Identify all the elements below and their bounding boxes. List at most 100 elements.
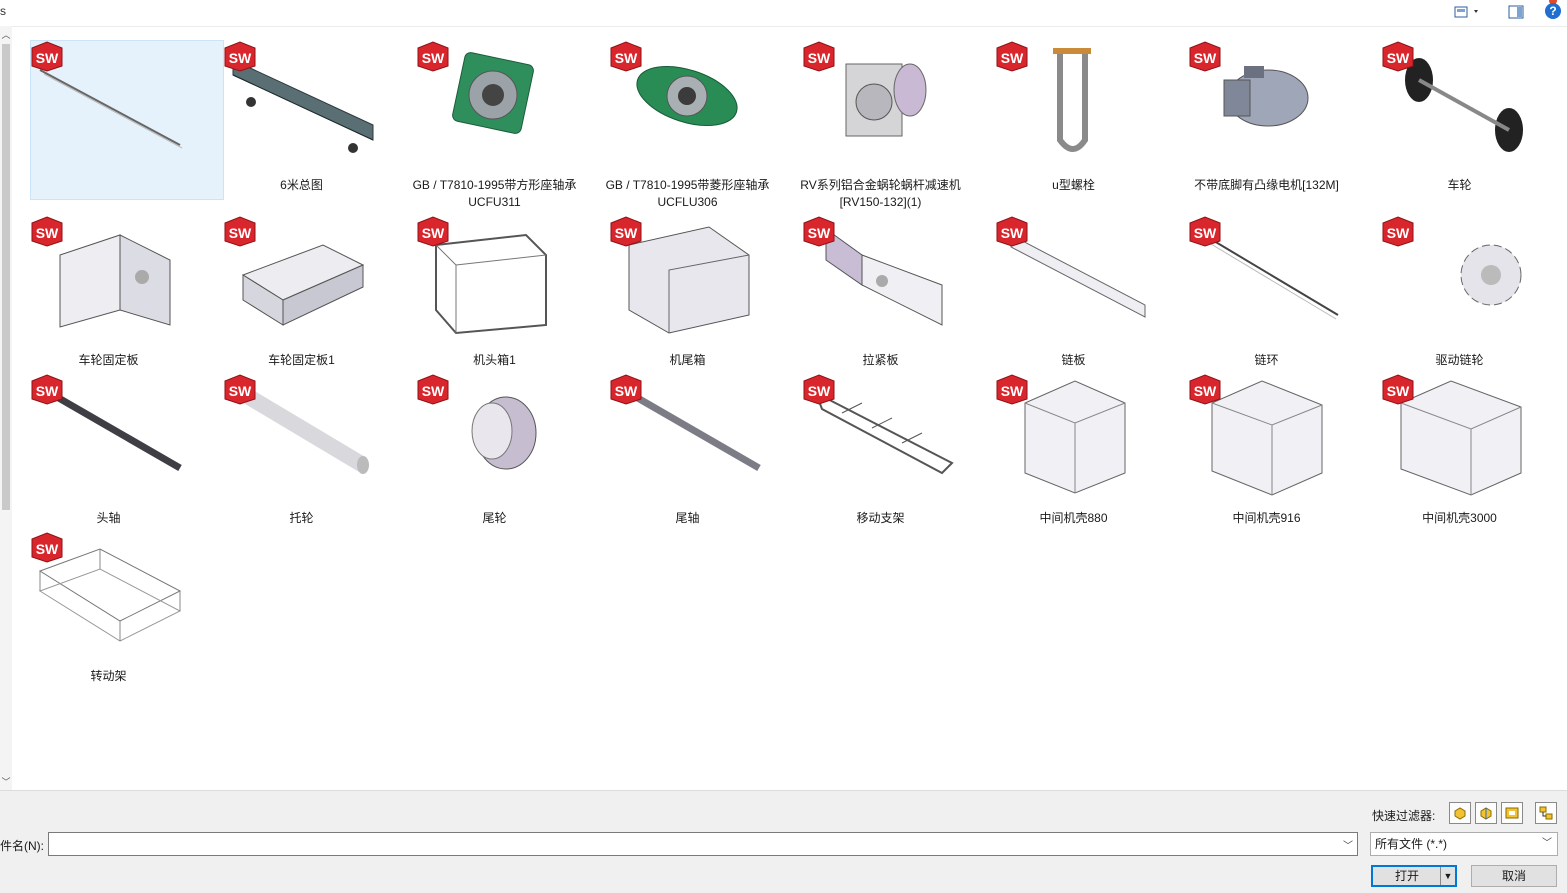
open-button[interactable]: 打开 ▼ [1371,865,1457,887]
chevron-down-icon[interactable]: ﹀ [1343,841,1353,852]
svg-text:SW: SW [615,383,638,399]
scroll-up-icon[interactable]: ︿ [1,30,11,40]
breadcrumb[interactable]: s [0,4,6,18]
filter-drawings-icon[interactable] [1501,802,1523,824]
filter-assemblies-icon[interactable] [1475,802,1497,824]
file-name-label: 托轮 [289,511,314,525]
svg-text:SW: SW [1194,383,1217,399]
file-thumbnail[interactable]: SW [12,525,205,665]
svg-text:SW: SW [615,50,638,66]
vertical-scrollbar[interactable]: ︿ ﹀ [0,26,12,790]
file-thumbnail[interactable]: SW [1170,367,1363,507]
file-item[interactable]: SW 车轮固定板1 [205,209,398,369]
notification-dot-icon [1549,0,1557,4]
file-thumbnail[interactable]: SW [205,34,398,174]
file-item[interactable]: SW 托轮 [205,367,398,527]
filter-parts-icon[interactable] [1449,802,1471,824]
file-thumbnail[interactable]: SW [1170,209,1363,349]
file-name-label: 驱动链轮 [1435,353,1484,367]
svg-text:SW: SW [1194,225,1217,241]
file-thumbnail[interactable]: SW [398,209,591,349]
file-item[interactable]: SW 链板 [977,209,1170,369]
file-thumbnail[interactable]: SW [12,34,205,174]
svg-text:SW: SW [422,225,445,241]
file-thumbnail[interactable]: SW [12,367,205,507]
preview-pane-icon[interactable] [1507,4,1525,20]
file-thumbnail[interactable]: SW [591,209,784,349]
file-name-label: 车轮固定板1 [268,353,335,367]
file-thumbnail[interactable]: SW [784,209,977,349]
file-thumbnail[interactable]: SW [398,34,591,174]
svg-text:SW: SW [422,383,445,399]
file-thumbnail[interactable]: SW [1170,34,1363,174]
svg-text:SW: SW [422,50,445,66]
filter-top-level-icon[interactable] [1535,802,1557,824]
solidworks-badge-icon: SW [417,216,449,247]
file-thumbnail[interactable]: SW [1363,367,1556,507]
file-item[interactable]: SW 链环 [1170,209,1363,369]
solidworks-badge-icon: SW [1382,216,1414,247]
file-item[interactable]: SW 头轴 [12,367,205,527]
file-name-label: 中间机壳880 [1039,511,1108,525]
file-thumbnail[interactable]: SW [591,367,784,507]
filename-field[interactable]: ﹀ [48,832,1358,856]
file-thumbnail[interactable]: SW [977,367,1170,507]
file-thumbnail[interactable]: SW [1363,209,1556,349]
file-item[interactable]: SW 中间机壳880 [977,367,1170,527]
file-name-label: 链环 [1254,353,1279,367]
file-thumbnail[interactable]: SW [591,34,784,174]
cancel-button[interactable]: 取消 [1471,865,1557,887]
open-dropdown-icon[interactable]: ▼ [1440,867,1455,885]
wheel-plate-1-thumbnail [241,244,365,326]
file-thumbnail[interactable]: SW [784,34,977,174]
scrollbar-thumb[interactable] [2,44,10,510]
file-thumbnail[interactable]: SW [205,209,398,349]
scroll-down-icon[interactable]: ﹀ [1,777,11,787]
file-item[interactable]: SW 6米总图 [205,34,398,194]
solidworks-badge-icon: SW [224,216,256,247]
svg-text:SW: SW [36,225,59,241]
file-thumbnail[interactable]: SW [1363,34,1556,174]
file-name-label: 6米总图 [280,178,323,192]
filetype-select[interactable]: 所有文件 (*.*) ﹀ [1370,832,1558,856]
file-thumbnail[interactable]: SW [977,34,1170,174]
motor-thumbnail [1223,66,1309,127]
file-thumbnail[interactable]: SW [784,367,977,507]
svg-text:SW: SW [36,541,59,557]
file-name-label: 链板 [1061,353,1086,367]
svg-text:SW: SW [615,225,638,241]
file-name-label: 头轴 [96,511,121,525]
help-icon[interactable]: ? [1545,3,1561,19]
wheel-axle-thumbnail [1405,58,1523,152]
head-box-thumbnail [435,233,547,335]
file-thumbnail[interactable]: SW [977,209,1170,349]
svg-text:SW: SW [229,50,252,66]
file-thumbnail[interactable]: SW [12,209,205,349]
file-thumbnail[interactable]: SW [205,367,398,507]
solidworks-badge-icon: SW [31,41,63,72]
solidworks-badge-icon: SW [1189,216,1221,247]
rotating-frame-thumbnail [38,548,182,642]
svg-text:SW: SW [229,225,252,241]
view-mode-icon[interactable] [1453,4,1483,20]
solidworks-badge-icon: SW [803,216,835,247]
file-thumbnail[interactable]: SW [398,367,591,507]
file-item[interactable]: SW 驱动链轮 [1363,209,1556,369]
